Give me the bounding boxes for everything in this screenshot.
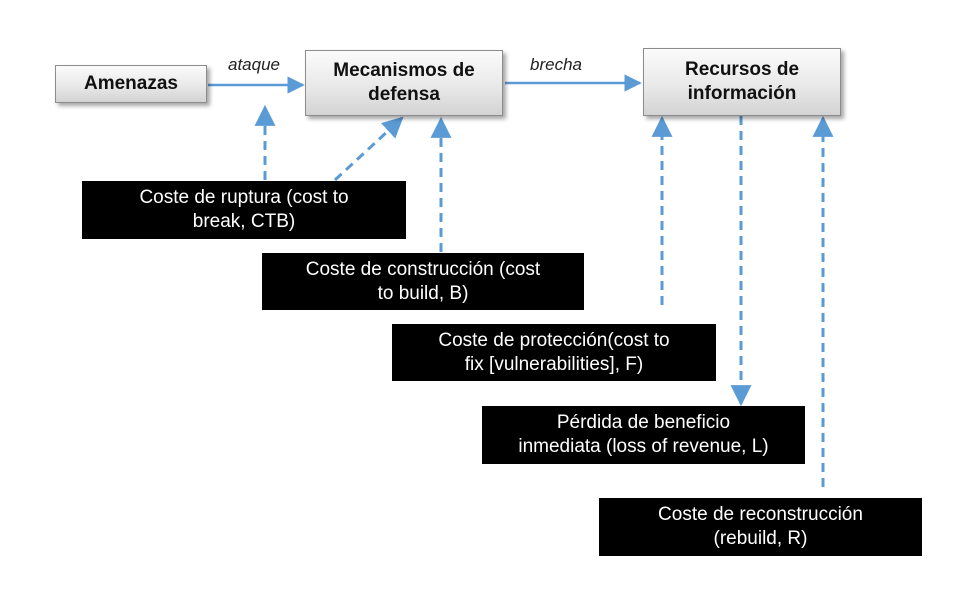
edge-label-ataque: ataque xyxy=(228,55,280,74)
cost-construccion-text: Coste de construcción (cost to build, B) xyxy=(305,258,541,304)
cost-box-construccion: Coste de construcción (cost to build, B) xyxy=(262,253,584,310)
cost-reconstruccion-text: Coste de reconstrucción (rebuild, R) xyxy=(658,504,863,549)
cost-box-ruptura: Coste de ruptura (cost to break, CTB) xyxy=(82,181,406,239)
edge-label-brecha: brecha xyxy=(530,55,582,74)
cost-proteccion-text: Coste de protección(cost to fix [vulnera… xyxy=(438,329,670,375)
node-recursos-informacion: Recursos de información xyxy=(643,48,841,116)
arrow-ctb-diagonal xyxy=(333,116,404,182)
cost-perdida-text: Pérdida de beneficio inmediata (loss of … xyxy=(518,412,769,457)
node-recursos-label: Recursos de información xyxy=(684,59,800,104)
node-mecanismos-defensa: Mecanismos de defensa xyxy=(305,50,503,116)
node-mecanismos-label: Mecanismos de defensa xyxy=(333,60,475,105)
cost-box-proteccion: Coste de protección(cost to fix [vulnera… xyxy=(392,324,716,381)
node-amenazas-label: Amenazas xyxy=(84,73,178,94)
cost-box-reconstruccion: Coste de reconstrucción (rebuild, R) xyxy=(599,498,922,556)
node-amenazas: Amenazas xyxy=(55,65,207,103)
cost-box-perdida-beneficio: Pérdida de beneficio inmediata (loss of … xyxy=(482,406,805,464)
cost-ruptura-text: Coste de ruptura (cost to break, CTB) xyxy=(139,187,349,232)
